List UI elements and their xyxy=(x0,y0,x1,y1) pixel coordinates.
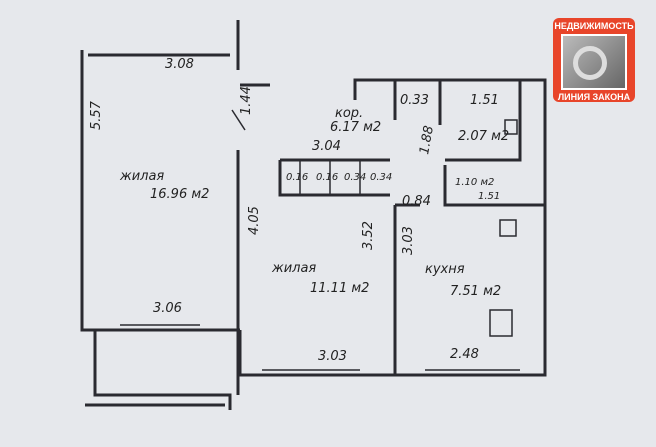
column-icon xyxy=(561,34,627,90)
bath-dim: 1.51 xyxy=(470,93,499,108)
wc-area: 1.10 м2 xyxy=(455,177,494,188)
kitchen-area: 7.51 м2 xyxy=(450,284,501,299)
corridor-area: 6.17 м2 xyxy=(330,120,381,135)
closet-1: 0.16 xyxy=(286,172,308,183)
dim-side: 5.57 xyxy=(89,100,104,130)
living2-area: 11.11 м2 xyxy=(310,281,369,296)
dim-top: 3.08 xyxy=(165,57,194,72)
living2-name: жилая xyxy=(271,261,316,276)
closet-3: 0.34 xyxy=(344,172,366,183)
living1-area: 16.96 м2 xyxy=(150,187,209,202)
kitchen-dim-bottom: 2.48 xyxy=(450,347,479,362)
living2-dim-bottom: 3.03 xyxy=(318,349,347,364)
logo-top-text: НЕДВИЖИМОСТЬ xyxy=(554,21,634,31)
corridor-diag: 1.88 xyxy=(417,125,437,156)
dim-wall: 4.05 xyxy=(247,206,262,235)
living2-dim-side: 3.52 xyxy=(361,221,376,250)
closet-top: 0.33 xyxy=(400,93,429,108)
living1-name: жилая xyxy=(119,169,164,184)
logo-bottom-text: ЛИНИЯ ЗАКОНА xyxy=(557,92,631,102)
kitchen-name: кухня xyxy=(425,262,465,277)
kitchen-dim-side: 3.03 xyxy=(401,226,416,255)
corridor-dim: 3.04 xyxy=(312,139,341,154)
bath-area: 2.07 м2 xyxy=(458,129,509,144)
door-dim: 0.84 xyxy=(402,194,431,209)
closet-2: 0.16 xyxy=(316,172,338,183)
closet-4: 0.34 xyxy=(370,172,392,183)
wc-dim: 1.51 xyxy=(478,191,500,202)
dim-bottom: 3.06 xyxy=(153,301,182,316)
dim-door: 1.44 xyxy=(239,86,254,115)
corridor-name: кор. xyxy=(335,106,363,121)
walls xyxy=(80,20,547,410)
logo: НЕДВИЖИМОСТЬ ЛИНИЯ ЗАКОНА xyxy=(553,18,635,102)
